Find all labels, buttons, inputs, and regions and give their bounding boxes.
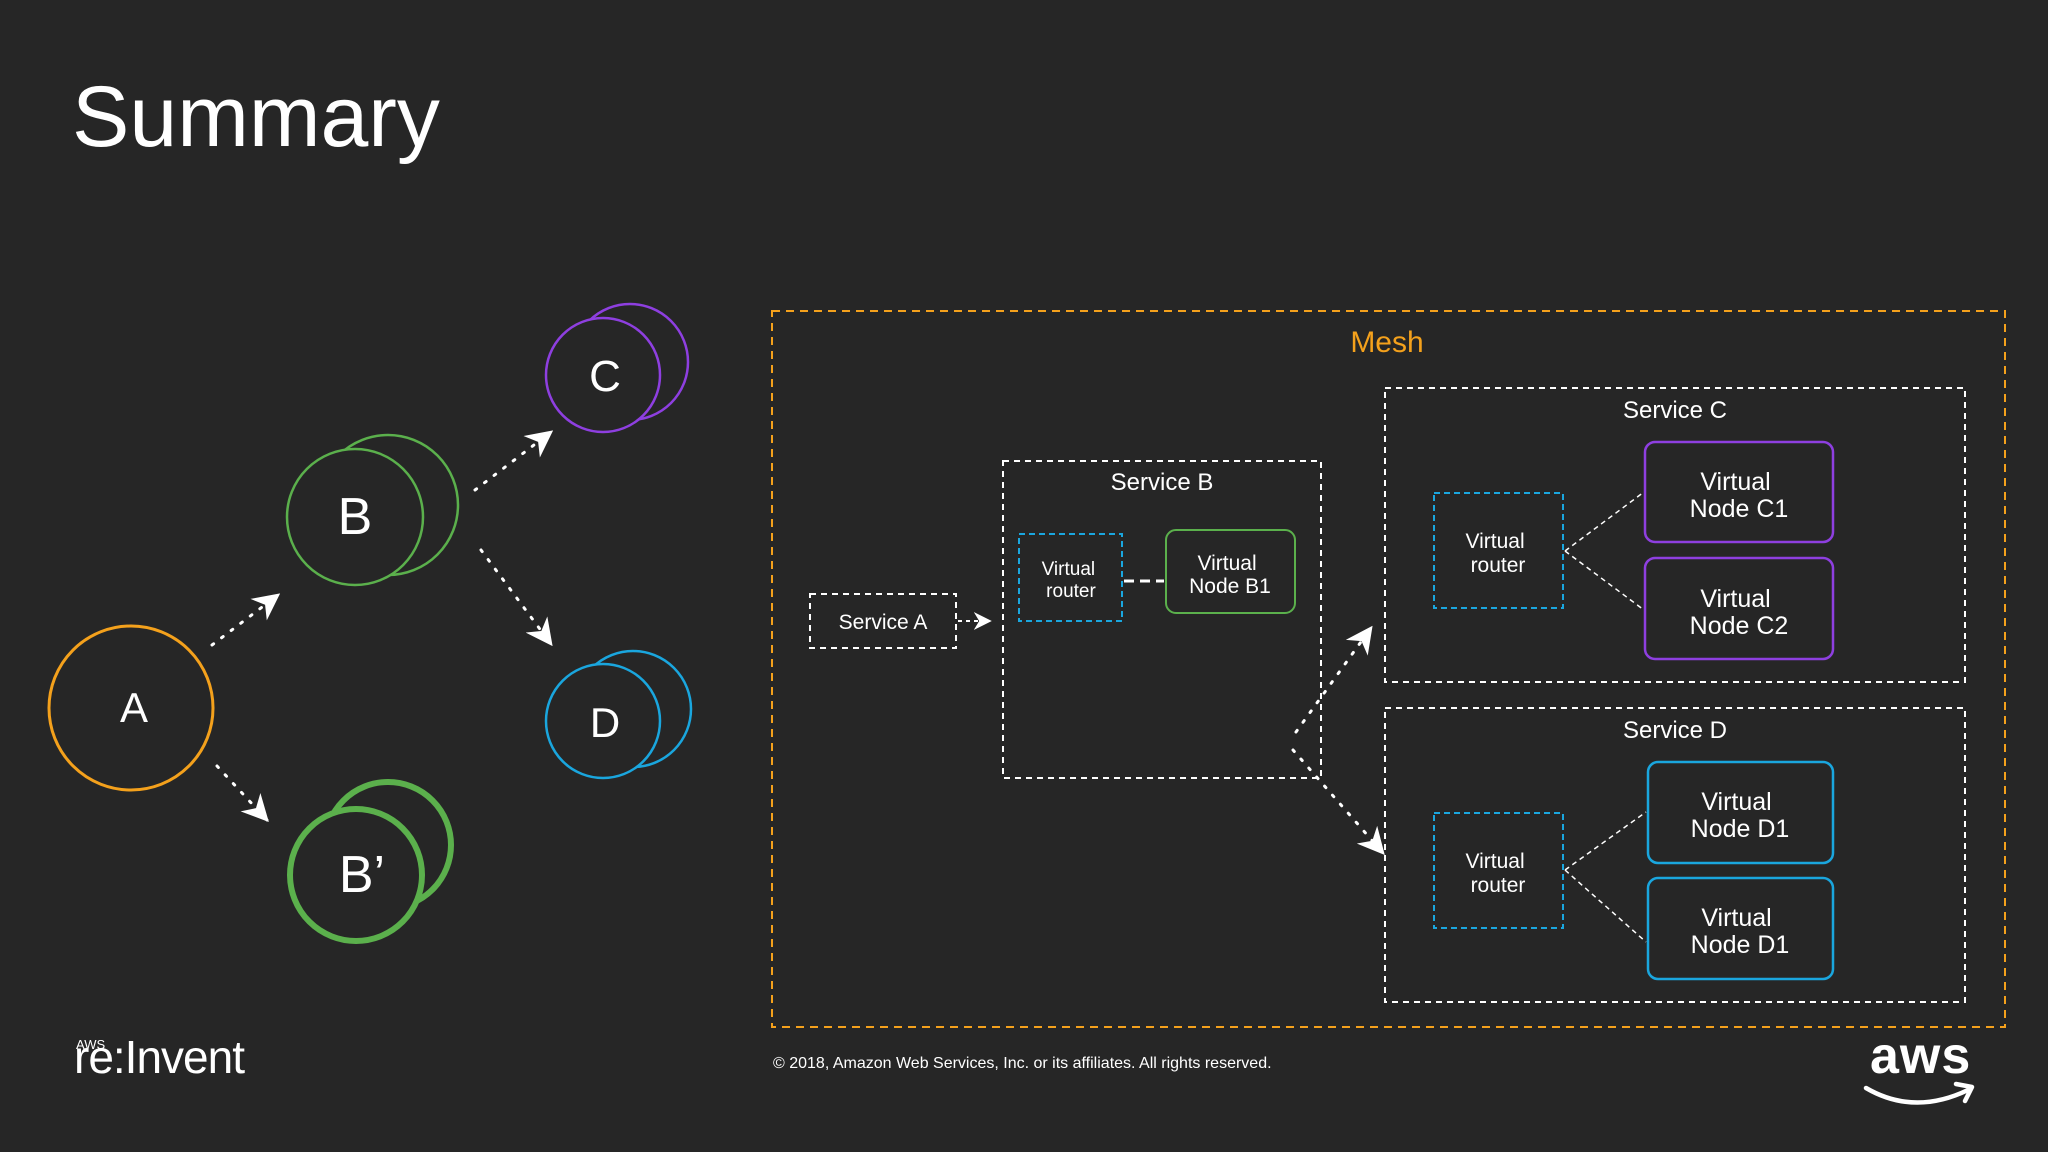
node-c2-line2: Node C2 <box>1690 612 1789 640</box>
virtual-node-c2-box <box>1643 556 1835 661</box>
node-d1-line2: Node D1 <box>1691 815 1790 843</box>
arrow-b-to-c <box>473 430 554 492</box>
router-c-to-node-c2-link <box>1564 550 1645 611</box>
reinvent-logo-text: re:Invent <box>74 1031 245 1083</box>
node-b1-line2: Node B1 <box>1189 575 1271 598</box>
service-d-virtual-router-box <box>1433 812 1564 929</box>
service-b-router-line1: Virtual <box>1042 559 1096 580</box>
node-d1-line1: Virtual <box>1701 788 1771 816</box>
service-c-label: Service C <box>1623 397 1727 424</box>
copyright-notice: © 2018, Amazon Web Services, Inc. or its… <box>773 1055 1272 1072</box>
node-b-circle <box>285 447 425 587</box>
service-d-router-line1: Virtual <box>1466 850 1525 873</box>
virtual-node-b1-label: Virtual Node B1 <box>1189 552 1271 598</box>
arrow-a-to-b-prime <box>215 764 269 822</box>
service-c-box <box>1384 387 1966 683</box>
router-c-to-node-c1-link <box>1564 491 1645 552</box>
node-a-label: A <box>120 684 148 731</box>
node-d1b-line1: Virtual <box>1701 904 1771 932</box>
arrow-service-b-to-service-d <box>1291 748 1385 856</box>
service-b-virtual-router-box <box>1018 533 1123 622</box>
service-d-router-line2: router <box>1471 874 1526 897</box>
mesh-label: Mesh <box>1350 326 1423 359</box>
node-c1-line2: Node C1 <box>1690 495 1789 523</box>
service-b-box <box>1002 460 1322 779</box>
node-b1-line1: Virtual <box>1198 552 1257 575</box>
service-c-virtual-router-label: Virtual router <box>1466 530 1531 577</box>
service-d-label: Service D <box>1623 717 1727 744</box>
node-c-label: C <box>589 352 621 401</box>
service-b-virtual-router-label: Virtual router <box>1042 559 1101 602</box>
virtual-node-d1-label: Virtual Node D1 <box>1691 788 1790 843</box>
virtual-node-c2-label: Virtual Node C2 <box>1690 585 1789 640</box>
node-a-circle <box>47 624 215 792</box>
node-d-circle <box>544 662 662 780</box>
service-b-label: Service B <box>1111 469 1214 496</box>
service-d-virtual-router-label: Virtual router <box>1466 850 1531 897</box>
arrow-a-to-b <box>210 593 281 647</box>
reinvent-logo-aws-text: AWS <box>76 1037 106 1052</box>
node-c2-line1: Virtual <box>1700 585 1770 613</box>
node-d-label: D <box>590 699 620 746</box>
mesh-boundary <box>771 310 2006 1028</box>
virtual-node-d1b-box <box>1646 876 1835 981</box>
aws-logo-text: aws <box>1870 1027 1972 1085</box>
slide-title: Summary <box>72 69 440 165</box>
node-d1b-line2: Node D1 <box>1691 931 1790 959</box>
service-b-router-line2: router <box>1046 581 1096 602</box>
node-b-prime-circle <box>287 806 425 944</box>
virtual-node-b1-box <box>1165 529 1296 614</box>
node-c-circle <box>544 316 662 434</box>
service-a-label: Service A <box>839 611 928 634</box>
virtual-node-c1-label: Virtual Node C1 <box>1690 468 1789 523</box>
aws-smile-icon <box>1863 1081 1975 1105</box>
arrow-b-to-d <box>479 548 553 647</box>
service-d-box <box>1384 707 1966 1003</box>
virtual-node-c1-box <box>1643 440 1835 544</box>
service-c-virtual-router-box <box>1433 492 1564 609</box>
node-b-label: B <box>338 488 373 546</box>
virtual-node-d1-box <box>1646 760 1835 865</box>
service-c-router-line1: Virtual <box>1466 530 1525 553</box>
node-b-prime-label: B’ <box>339 846 385 904</box>
node-c1-line1: Virtual <box>1700 468 1770 496</box>
router-d-to-node-d1b-link <box>1564 869 1647 943</box>
arrow-service-b-to-service-c <box>1294 625 1373 734</box>
service-c-router-line2: router <box>1471 554 1526 577</box>
router-d-to-node-d1-link <box>1564 811 1647 871</box>
virtual-node-d1b-label: Virtual Node D1 <box>1691 904 1790 959</box>
